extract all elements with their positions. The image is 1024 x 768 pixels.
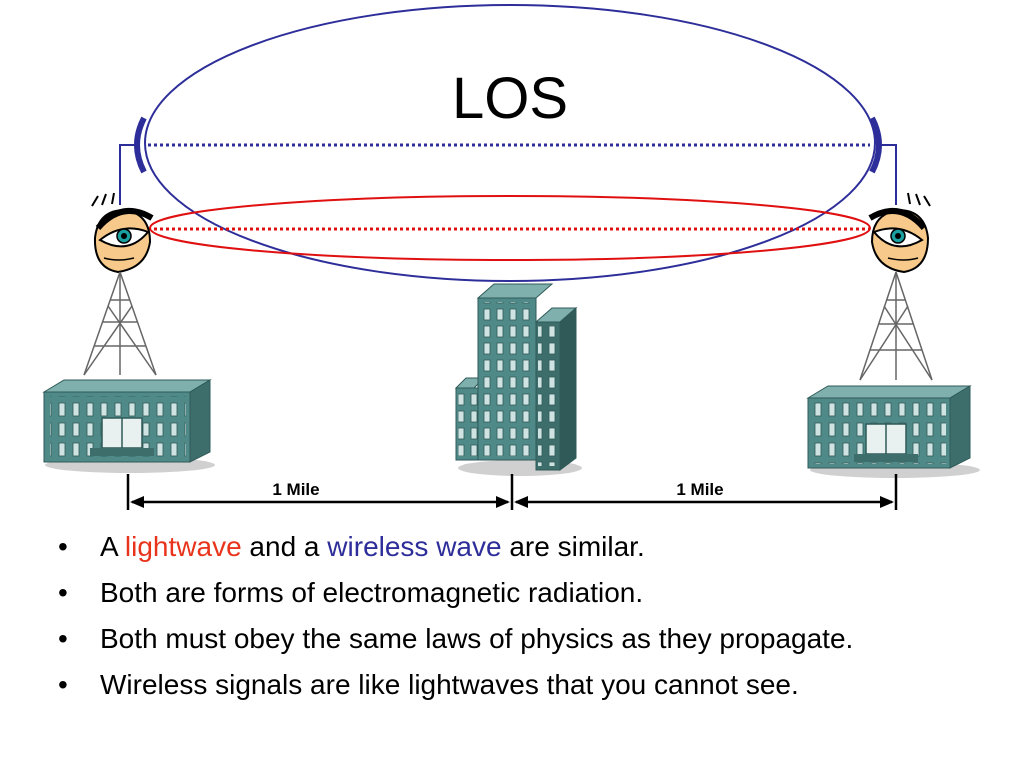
- bullet-dot: •: [58, 531, 68, 562]
- bullet-3-text: Both must obey the same laws of physics …: [100, 623, 854, 654]
- bullet-item-1: • A lightwave and a wireless wave are si…: [56, 530, 996, 564]
- bullet-1-middle: and a: [241, 531, 328, 562]
- distance-label-right: 1 Mile: [676, 480, 723, 499]
- bullet-dot: •: [58, 577, 68, 608]
- right-eye-icon: [868, 192, 931, 274]
- bullet-1-suffix: are similar.: [501, 531, 645, 562]
- bullet-1-lightwave: lightwave: [124, 531, 242, 562]
- left-tower: [83, 271, 157, 376]
- bullet-2-text: Both are forms of electromagnetic radiat…: [100, 577, 644, 608]
- bullet-item-2: • Both are forms of electromagnetic radi…: [56, 576, 996, 610]
- distance-markers: [126, 474, 898, 510]
- bullet-item-3: • Both must obey the same laws of physic…: [56, 622, 996, 656]
- bullet-4-text: Wireless signals are like lightwaves tha…: [100, 669, 799, 700]
- distance-label-left: 1 Mile: [272, 480, 319, 499]
- left-eye-icon: [91, 192, 154, 274]
- los-ellipse: [144, 4, 876, 282]
- diagram-title: LOS: [452, 66, 568, 131]
- right-tower: [859, 271, 933, 381]
- bullet-1-wireless-wave: wireless wave: [327, 531, 502, 562]
- bullet-1-prefix: A: [100, 531, 125, 562]
- right-building-icon: [806, 385, 980, 478]
- bullet-list: • A lightwave and a wireless wave are si…: [56, 530, 996, 714]
- distance-arrowheads: [130, 496, 894, 508]
- bullet-item-4: • Wireless signals are like lightwaves t…: [56, 668, 996, 702]
- center-tall-building-icon: [454, 283, 582, 476]
- bullet-dot: •: [58, 669, 68, 700]
- left-antenna: [119, 116, 147, 205]
- bullet-dot: •: [58, 623, 68, 654]
- right-antenna: [869, 116, 897, 205]
- left-building-icon: [42, 379, 215, 473]
